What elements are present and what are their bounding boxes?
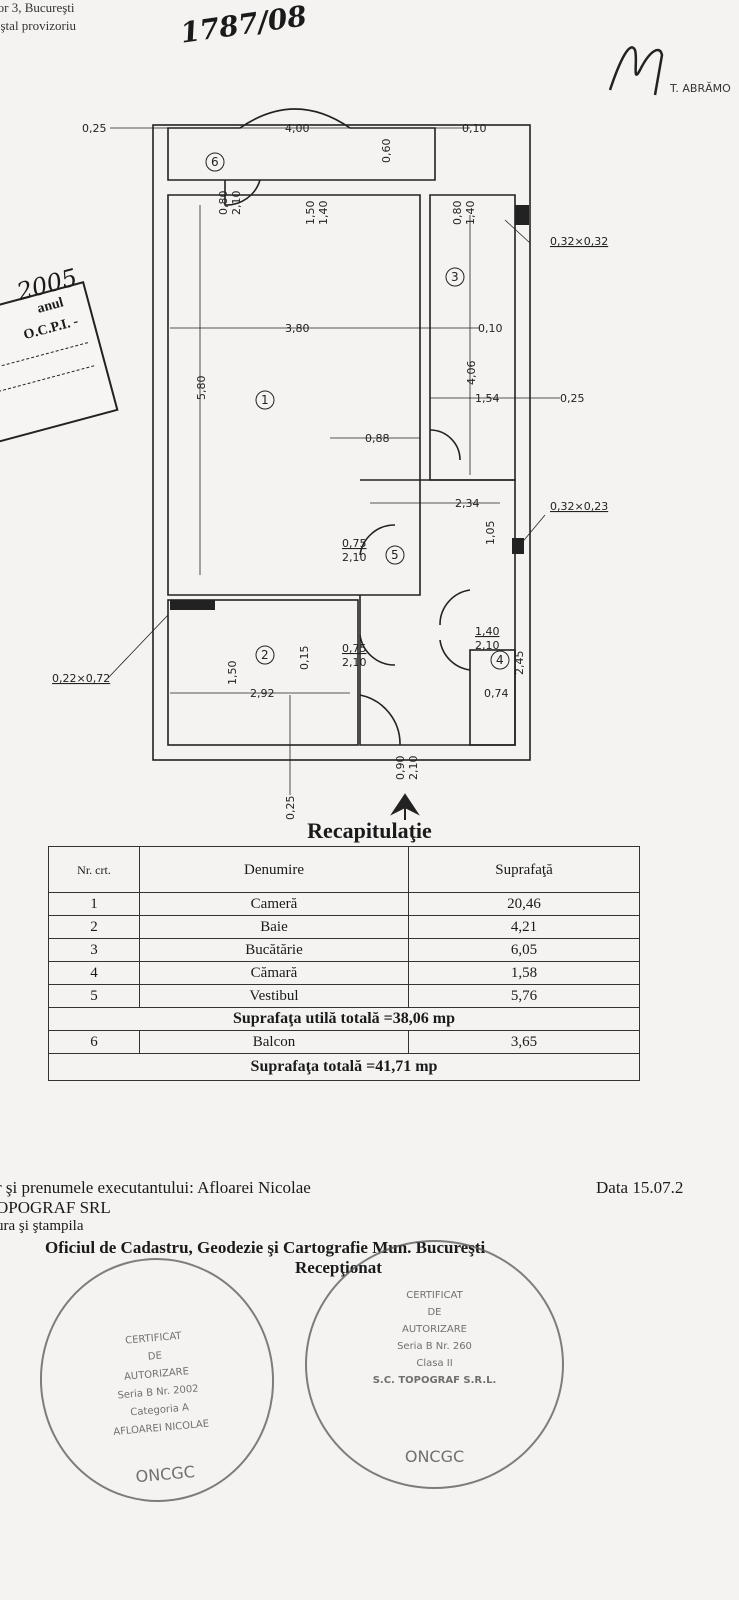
dim: 2,10 bbox=[475, 639, 500, 652]
signature-label: ura şi ştampila bbox=[0, 1218, 84, 1234]
dim: 0,60 bbox=[380, 139, 393, 164]
floor-plan: 6 3 1 5 2 4 0,25 4,00 0,10 0,60 0,80 2,1… bbox=[52, 108, 608, 820]
dim: 1,40 bbox=[464, 201, 477, 226]
dim: 0,75 bbox=[342, 537, 367, 550]
duct-2 bbox=[512, 538, 524, 554]
dim: 1,40 bbox=[317, 201, 330, 226]
room-4-label: 4 bbox=[496, 653, 504, 667]
postal-line: oştal provizoriu bbox=[0, 18, 76, 33]
useful-total: Suprafaţa utilă totală =38,06 mp bbox=[48, 1007, 640, 1031]
dim: 2,10 bbox=[407, 756, 420, 781]
signature-name: T. ABRĂMO bbox=[670, 82, 731, 95]
dim: 5,80 bbox=[195, 376, 208, 401]
dim: 0,90 bbox=[394, 756, 407, 781]
dim: 4,00 bbox=[285, 122, 310, 135]
dim: 1,40 bbox=[475, 625, 500, 638]
office-line: Oficiul de Cadastru, Geodezie şi Cartogr… bbox=[45, 1238, 486, 1257]
dim: 0,25 bbox=[284, 796, 297, 821]
dim: 0,80 bbox=[217, 191, 230, 216]
room-5-label: 5 bbox=[391, 548, 399, 562]
dim: 0,75 bbox=[342, 642, 367, 655]
dim: 1,54 bbox=[475, 392, 500, 405]
summary-title: Recapitulaţie bbox=[307, 818, 432, 843]
dim: 2,10 bbox=[342, 656, 367, 669]
dim: 0,10 bbox=[478, 322, 503, 335]
dim: 0,32×0,32 bbox=[550, 235, 608, 248]
room-2-label: 2 bbox=[261, 648, 269, 662]
dim: 0,22×0,72 bbox=[52, 672, 110, 685]
executor-line: r şi prenumele executantului: Afloarei N… bbox=[0, 1178, 311, 1197]
dim: 1,05 bbox=[484, 521, 497, 546]
dim: 0,74 bbox=[484, 687, 509, 700]
dim: 2,45 bbox=[513, 651, 526, 676]
dimensions: 0,25 4,00 0,10 0,60 0,80 2,10 1,50 1,40 … bbox=[52, 122, 608, 820]
dim: 0,25 bbox=[82, 122, 107, 135]
dim: 3,80 bbox=[285, 322, 310, 335]
dim: 0,80 bbox=[451, 201, 464, 226]
dim: 0,15 bbox=[298, 646, 311, 671]
dim: 2,10 bbox=[230, 191, 243, 216]
north-arrow-icon bbox=[390, 793, 420, 820]
dim: 2,34 bbox=[455, 497, 480, 510]
dim: 0,88 bbox=[365, 432, 390, 445]
dim: 1,50 bbox=[226, 661, 239, 686]
dim: 0,10 bbox=[462, 122, 487, 135]
handwritten-number: 1787/08 bbox=[178, 0, 309, 50]
dim: 0,32×0,23 bbox=[550, 500, 608, 513]
dim: 1,50 bbox=[304, 201, 317, 226]
room-1-label: 1 bbox=[261, 393, 269, 407]
signature bbox=[608, 46, 664, 96]
room-3-label: 3 bbox=[451, 270, 459, 284]
header-area: Suprafaţă bbox=[408, 846, 640, 893]
date-line: Data 15.07.2 bbox=[596, 1178, 684, 1197]
dim: 2,92 bbox=[250, 687, 275, 700]
dim: 4,06 bbox=[465, 361, 478, 386]
room-6-label: 6 bbox=[211, 155, 219, 169]
header-nr: Nr. crt. bbox=[48, 846, 140, 893]
duct-3 bbox=[170, 600, 215, 610]
dim: 0,25 bbox=[560, 392, 585, 405]
header-name: Denumire bbox=[139, 846, 409, 893]
company-line: OPOGRAF SRL bbox=[0, 1198, 111, 1217]
walls bbox=[152, 108, 531, 761]
address-line: tor 3, Bucureşti bbox=[0, 0, 75, 15]
dim: 2,10 bbox=[342, 551, 367, 564]
duct-1 bbox=[515, 205, 529, 225]
grand-total: Suprafaţa totală =41,71 mp bbox=[48, 1053, 640, 1081]
room-numbers: 6 3 1 5 2 4 bbox=[205, 152, 510, 670]
